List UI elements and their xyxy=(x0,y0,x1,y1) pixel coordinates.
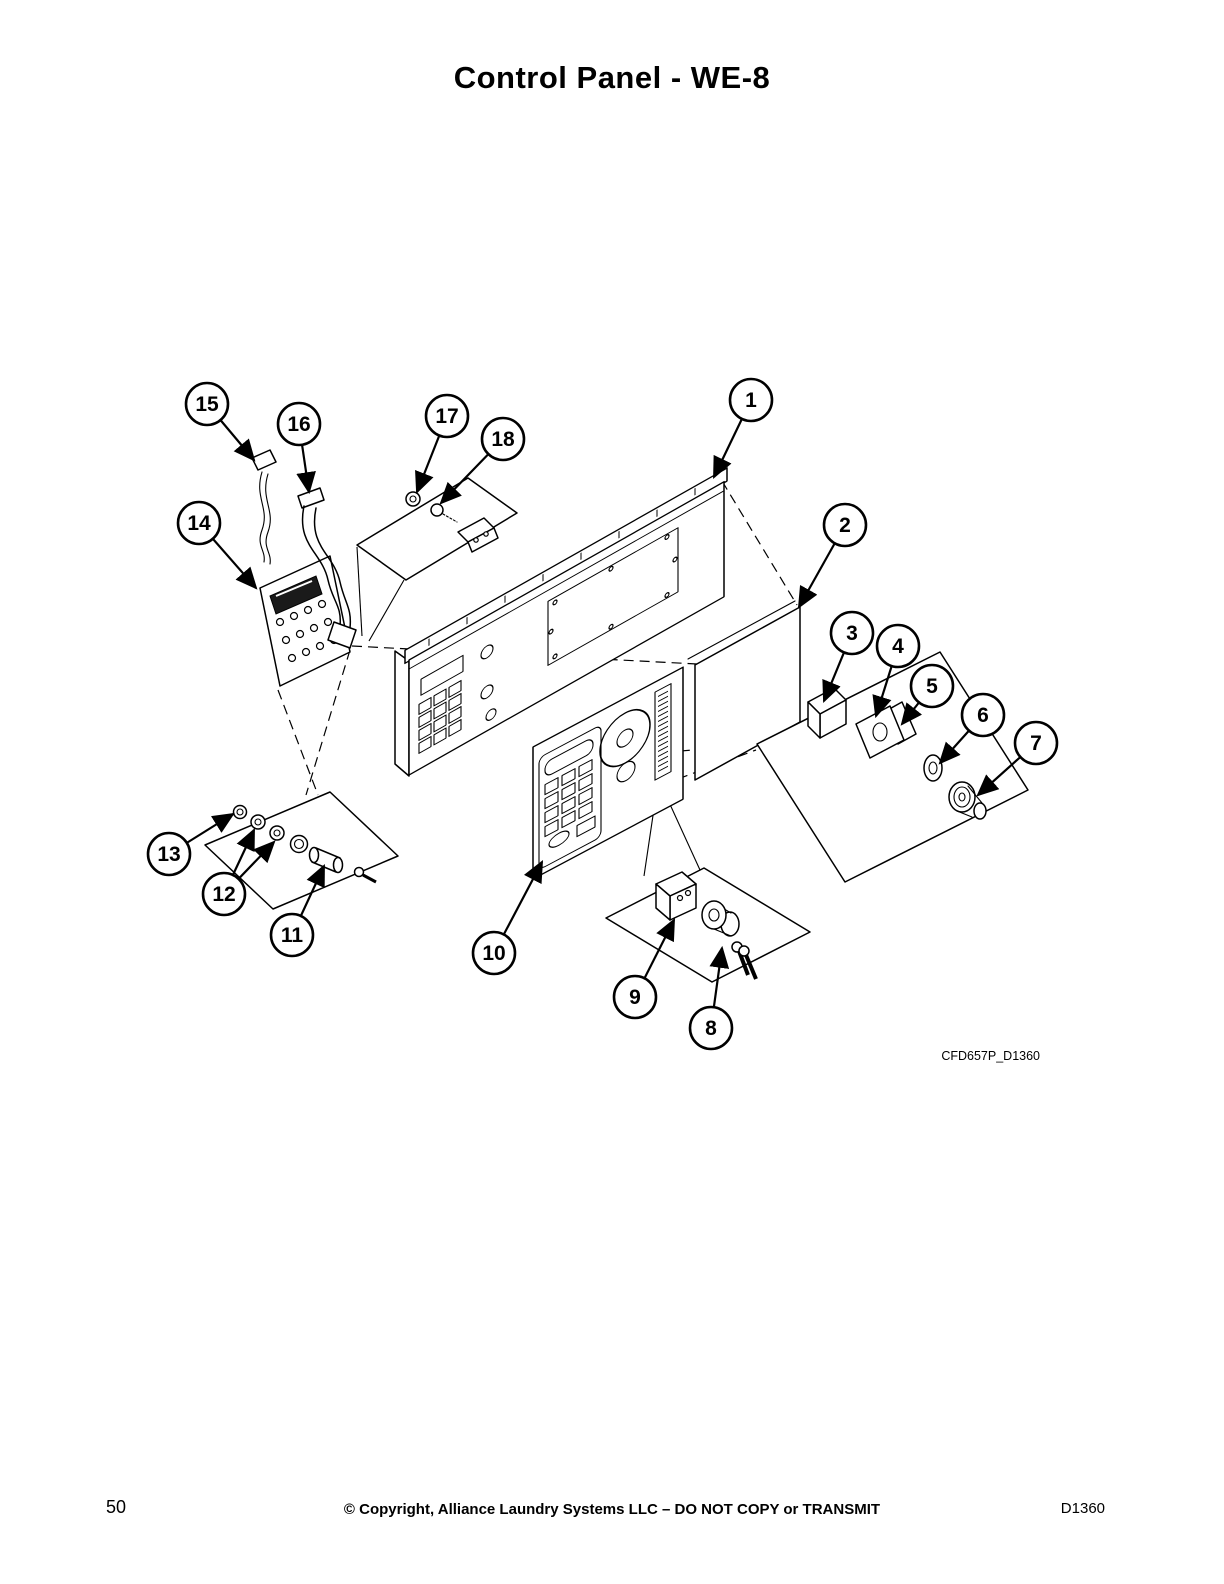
callout-number: 5 xyxy=(926,675,938,698)
footer-page-number: 50 xyxy=(106,1497,127,1517)
control-panel xyxy=(394,467,728,777)
fascia-panel xyxy=(532,666,684,880)
ribbon-cable-16 xyxy=(297,487,357,649)
callout-number: 3 xyxy=(846,622,858,645)
footer-copyright: © Copyright, Alliance Laundry Systems LL… xyxy=(343,1501,881,1518)
callout-15: 15 xyxy=(184,381,256,462)
washers xyxy=(250,814,309,854)
callout-13: 13 xyxy=(146,812,235,877)
callout-number: 8 xyxy=(705,1017,717,1040)
callout-6: 6 xyxy=(938,692,1006,765)
panel-keypad xyxy=(418,679,462,754)
figure-code: CFD657P_D1360 xyxy=(941,1049,1040,1063)
callout-2: 2 xyxy=(797,502,868,609)
fascia-keypad-bezel xyxy=(538,726,602,869)
hex-nut xyxy=(232,804,248,820)
key-lock xyxy=(701,900,758,980)
callout-number: 9 xyxy=(629,986,641,1009)
callout-5: 5 xyxy=(900,663,955,726)
fastener-plate-11-13 xyxy=(204,791,399,910)
callout-3: 3 xyxy=(822,610,875,704)
key-switch-plate xyxy=(605,867,811,983)
callout-number: 18 xyxy=(491,428,515,451)
callout-9: 9 xyxy=(612,918,675,1020)
callout-1: 1 xyxy=(713,377,774,479)
panel-face xyxy=(408,480,725,776)
callout-number: 6 xyxy=(977,704,989,727)
keys xyxy=(731,941,758,980)
mounting-screw xyxy=(353,866,365,878)
fascia-dial xyxy=(599,708,651,783)
callout-number: 14 xyxy=(187,512,211,535)
push-button xyxy=(948,781,987,820)
program-label-strip xyxy=(654,683,672,781)
callout-circle xyxy=(728,377,774,423)
ribbon-cable-15 xyxy=(251,449,277,565)
callout-number: 12 xyxy=(212,883,235,906)
callout-7: 7 xyxy=(976,720,1059,797)
callout-number: 13 xyxy=(157,843,180,866)
fascia-coin-slot xyxy=(548,830,570,848)
page-title: Control Panel - WE-8 xyxy=(453,60,771,95)
callout-10: 10 xyxy=(471,860,544,976)
mounting-bracket xyxy=(457,517,499,553)
callout-number: 11 xyxy=(281,924,304,947)
fastener-plate-17-18 xyxy=(356,477,518,581)
retaining-clip xyxy=(405,491,421,507)
panel-display xyxy=(420,654,464,696)
callout-18: 18 xyxy=(439,416,526,505)
callout-4: 4 xyxy=(872,623,921,719)
footer-doc-number: D1360 xyxy=(1060,1500,1105,1517)
board-screws xyxy=(275,599,339,663)
callout-number: 1 xyxy=(745,389,757,412)
callout-number: 7 xyxy=(1030,732,1042,755)
panel-inner-cutout xyxy=(547,527,679,666)
callout-12: 12 xyxy=(201,828,276,917)
rocker-switch xyxy=(855,701,917,759)
callout-8: 8 xyxy=(688,945,734,1051)
lock-washer xyxy=(923,754,943,782)
display-board xyxy=(259,555,351,687)
display-module xyxy=(269,575,323,615)
spacer xyxy=(308,846,344,874)
panel-holes xyxy=(480,644,497,721)
fascia-display-slot xyxy=(544,739,594,776)
shoulder-screw xyxy=(430,503,444,517)
callout-17: 17 xyxy=(415,393,470,495)
callout-number: 2 xyxy=(839,514,851,537)
callout-16: 16 xyxy=(276,401,322,495)
callout-11: 11 xyxy=(269,864,325,958)
callout-number: 10 xyxy=(482,942,505,965)
callout-number: 17 xyxy=(435,405,458,428)
callout-14: 14 xyxy=(176,500,258,590)
callout-number: 16 xyxy=(287,413,310,436)
callout-number: 15 xyxy=(195,393,219,416)
callout-number: 4 xyxy=(892,635,904,658)
fascia-keypad xyxy=(544,759,593,838)
panel-left-cap xyxy=(394,650,410,777)
